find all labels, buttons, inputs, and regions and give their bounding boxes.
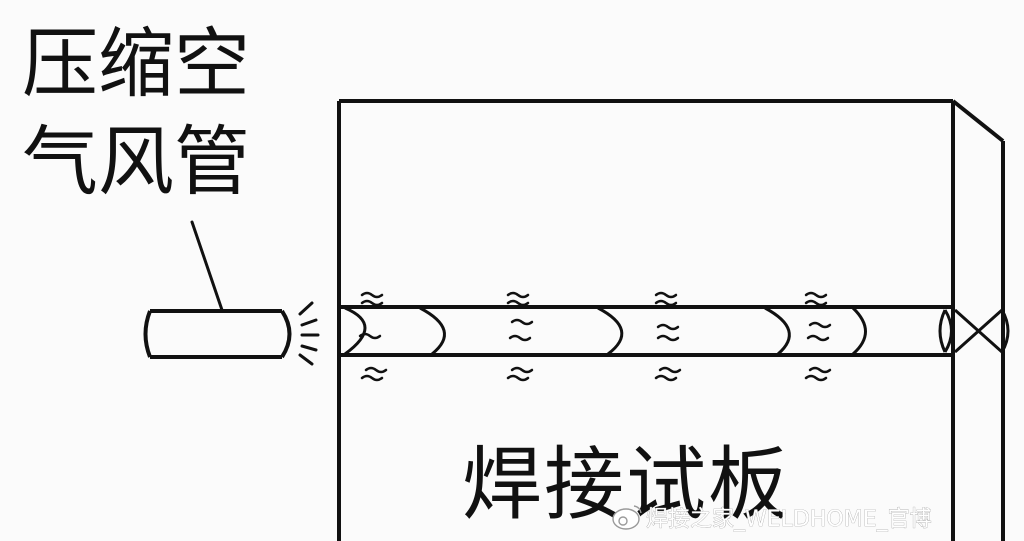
test-plate [337,99,1005,541]
watermark: 焊接之家_WELDHOME_官博 [612,505,932,532]
leader-line [190,220,224,312]
cooling-squiggles [358,291,832,382]
weibo-icon [612,505,642,530]
air-hose [143,309,292,359]
air-blast-lines [298,301,320,366]
watermark-text: 焊接之家_WELDHOME_官博 [646,507,932,532]
weld-bead [339,305,1010,357]
air-hose-label-line1: 压缩空 [22,19,250,108]
air-hose-label-line2: 气风管 [22,117,250,206]
